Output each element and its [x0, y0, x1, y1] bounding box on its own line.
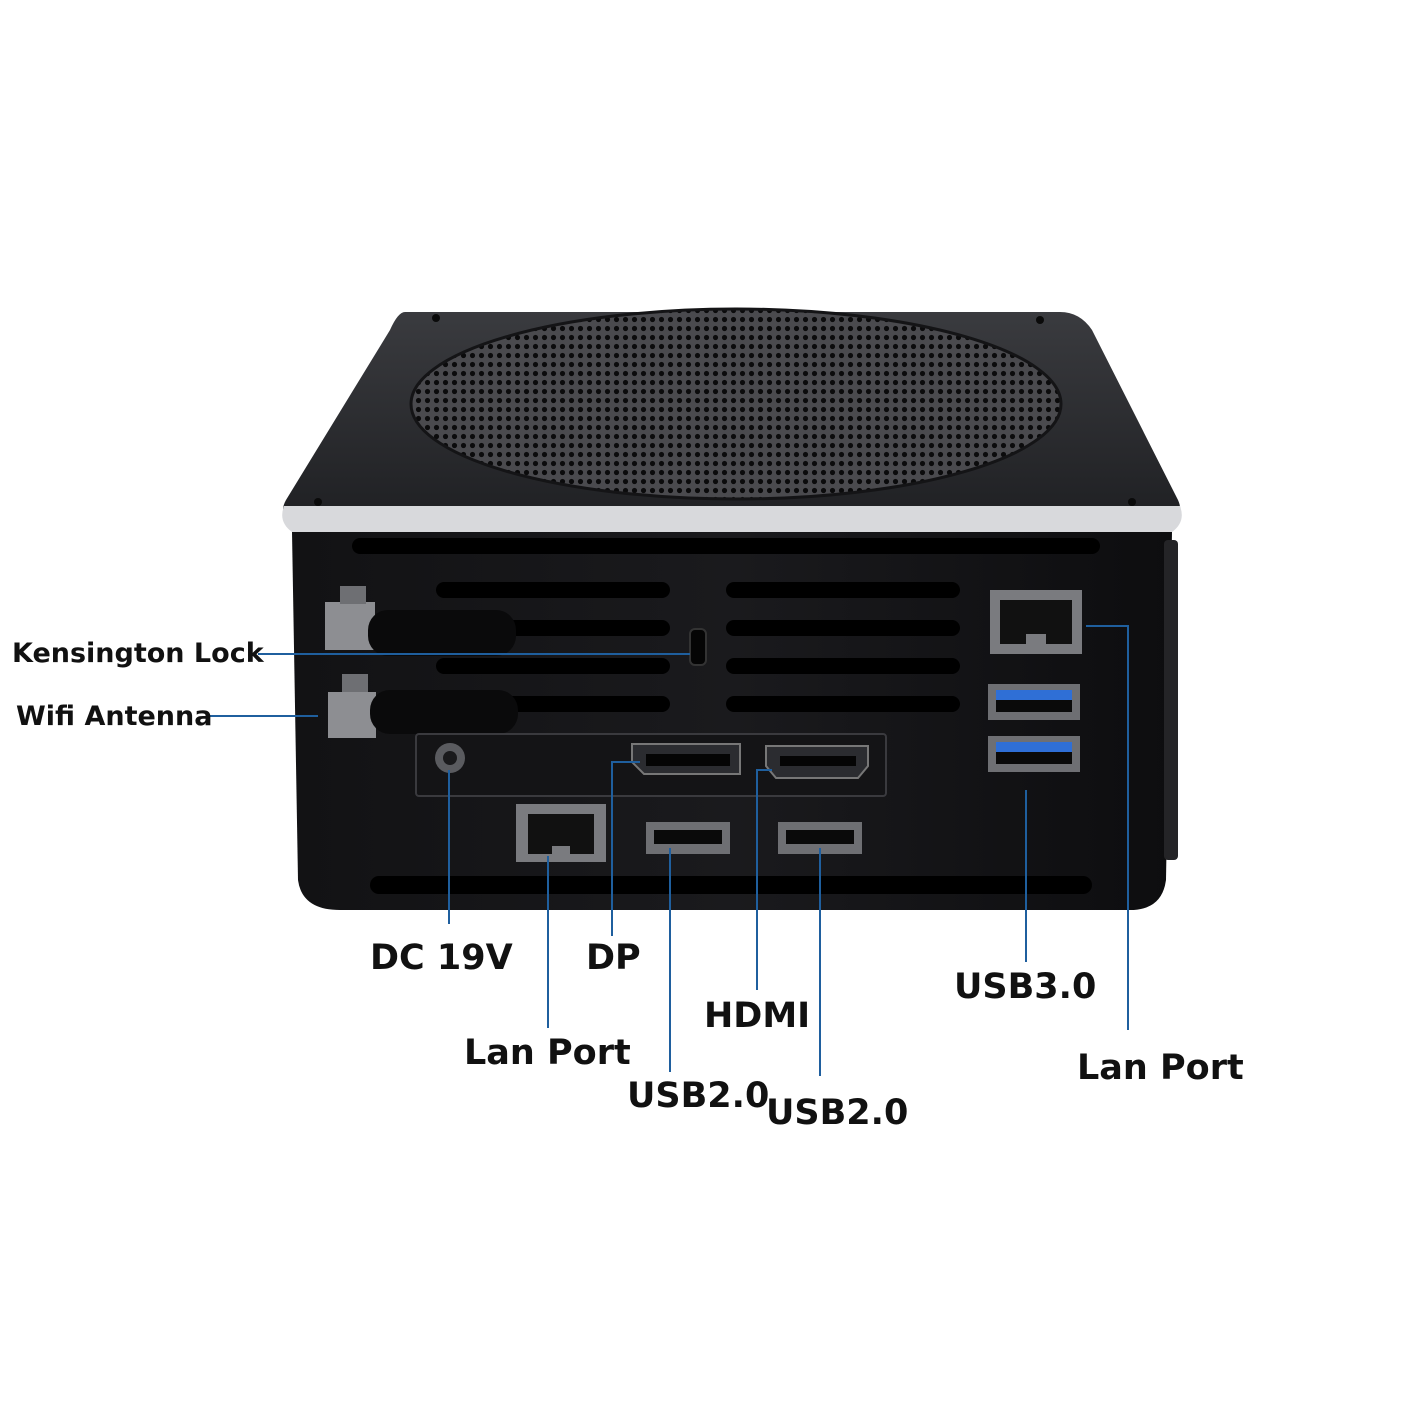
- vent-slot: [352, 538, 1100, 554]
- label-dc-19v: DC 19V: [370, 938, 513, 978]
- label-wifi-antenna: Wifi Antenna: [16, 701, 213, 732]
- label-usb3: USB3.0: [954, 967, 1097, 1007]
- label-dp: DP: [586, 938, 641, 978]
- vent-slot: [726, 620, 960, 636]
- label-hdmi: HDMI: [704, 996, 811, 1036]
- label-usb2-left: USB2.0: [627, 1076, 770, 1116]
- wifi-antenna-icon: [328, 674, 518, 738]
- vent-slot: [726, 582, 960, 598]
- wifi-antenna-icon: [325, 586, 516, 656]
- fan-grille: [409, 307, 1063, 501]
- lid-rim: [282, 506, 1182, 532]
- vent-slot: [370, 876, 1092, 894]
- side-edge: [1164, 540, 1178, 860]
- screw: [1128, 498, 1136, 506]
- leader-lines: [208, 625, 1129, 1076]
- vent-slot: [726, 658, 960, 674]
- kensington-slot-icon: [689, 628, 707, 666]
- leader-dp: [611, 761, 640, 936]
- vent-slot: [436, 582, 670, 598]
- vent-slot: [726, 696, 960, 712]
- screw: [432, 314, 440, 322]
- leader-lan-side: [1086, 625, 1129, 1030]
- label-lan-port-side: Lan Port: [1077, 1048, 1244, 1088]
- leader-hdmi: [756, 769, 772, 990]
- label-lan-port-front: Lan Port: [464, 1033, 631, 1073]
- label-kensington-lock: Kensington Lock: [12, 638, 264, 669]
- vent-slot: [436, 658, 670, 674]
- screw: [1036, 316, 1044, 324]
- screw: [314, 498, 322, 506]
- label-usb2-right: USB2.0: [766, 1093, 909, 1133]
